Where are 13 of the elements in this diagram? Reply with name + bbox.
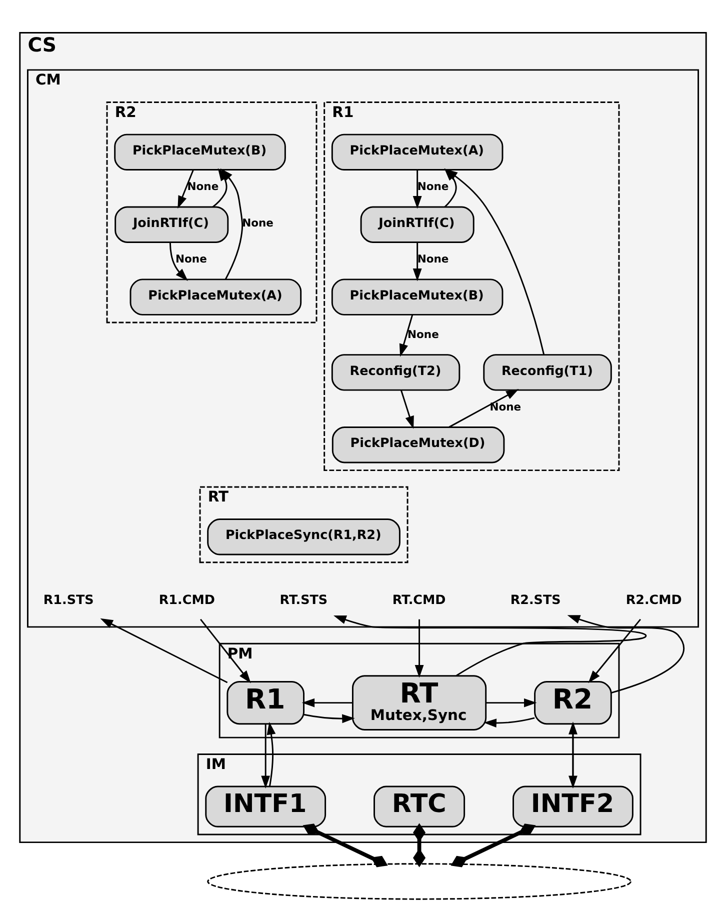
edge-label: None xyxy=(490,400,522,414)
edge-label: None xyxy=(176,252,207,266)
edge-label: None xyxy=(187,180,219,194)
node-text: R2.STS xyxy=(510,592,561,607)
edge-label: None xyxy=(242,216,274,230)
node-text: R2.CMD xyxy=(626,592,682,607)
edge-label: None xyxy=(408,328,439,341)
node-text: RT.CMD xyxy=(392,592,446,607)
node-text: R1.CMD xyxy=(158,592,215,607)
node-text: R1.STS xyxy=(43,592,94,607)
edge-label: None xyxy=(417,252,449,266)
node-text: RT.STS xyxy=(280,592,328,607)
edge-label: None xyxy=(417,180,449,194)
